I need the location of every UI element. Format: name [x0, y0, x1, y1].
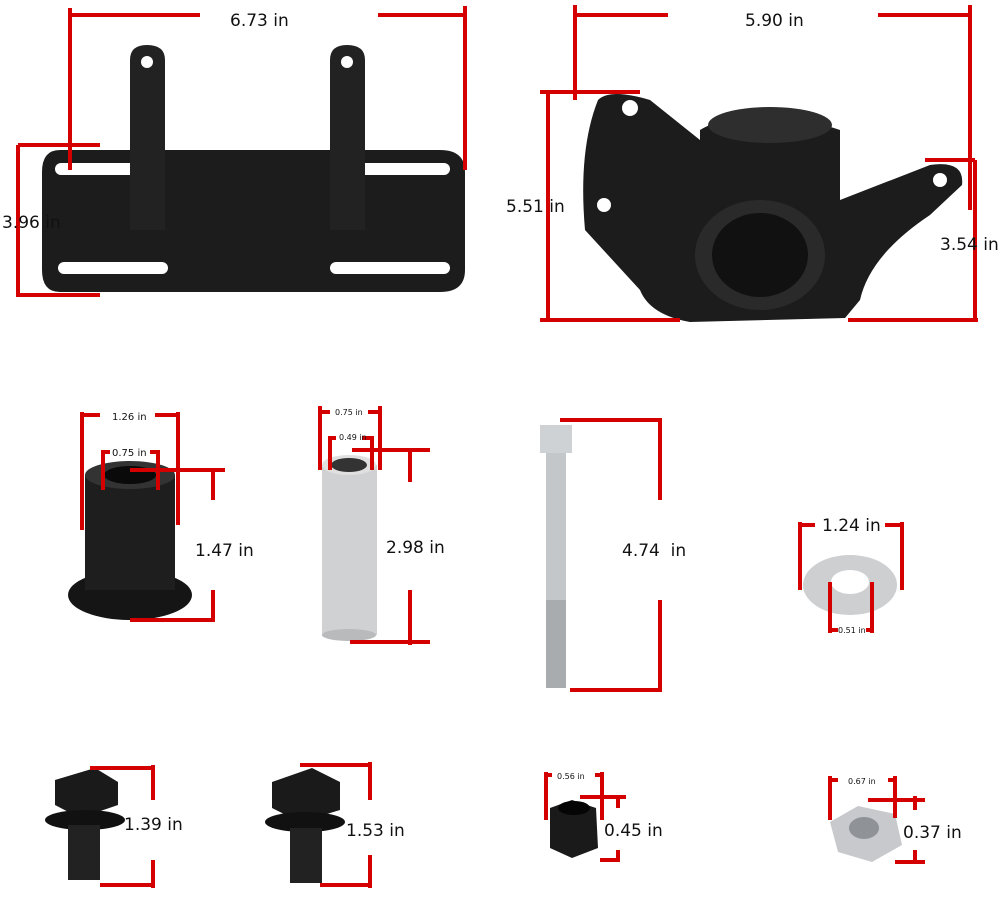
- lock-nut-height-label: 0.45 in: [604, 821, 663, 841]
- sleeve-dimensions: [318, 406, 430, 645]
- motor-mount-bracket: [583, 94, 963, 322]
- bracket-dimensions: [540, 5, 978, 322]
- mount-plate-dimensions: [16, 6, 467, 297]
- bracket-width-label: 5.90 in: [745, 11, 804, 31]
- black-flange-bolt-small: [45, 768, 125, 880]
- steel-hex-nut: [830, 806, 902, 862]
- bolt-dimensions: [560, 418, 662, 692]
- long-bolt: [540, 425, 572, 688]
- flanged-bushing: [68, 461, 192, 620]
- bushing-od-label: 1.26 in: [112, 412, 147, 423]
- flat-washer: [803, 555, 897, 615]
- lock-nut-width-label: 0.56 in: [557, 772, 585, 781]
- sleeve-od-label: 0.75 in: [335, 408, 363, 417]
- sleeve-length-label: 2.98 in: [386, 538, 445, 558]
- mount-plate: [42, 45, 465, 292]
- spacer-sleeve: [322, 455, 377, 641]
- lock-nut-dimensions: [544, 772, 626, 862]
- small-bolt-dimensions: [90, 765, 155, 888]
- bracket-right-height-label: 3.54 in: [940, 235, 999, 255]
- sleeve-id-label: 0.49 in: [339, 433, 367, 442]
- large-bolt-length-label: 1.53 in: [346, 821, 405, 841]
- bracket-left-height-label: 5.51 in: [506, 197, 565, 217]
- bushing-id-label: 0.75 in: [112, 448, 147, 459]
- bolt-length-label: 4.74 in: [622, 541, 686, 561]
- large-bolt-dimensions: [300, 762, 372, 888]
- hex-nut-width-label: 0.67 in: [848, 777, 876, 786]
- hex-nut-height-label: 0.37 in: [903, 823, 962, 843]
- washer-id-label: 0.51 in: [838, 626, 866, 635]
- black-flange-bolt-large: [265, 768, 345, 883]
- washer-od-label: 1.24 in: [822, 516, 881, 536]
- washer-dimensions: [798, 522, 904, 633]
- plate-width-label: 6.73 in: [230, 11, 289, 31]
- bushing-dimensions: [80, 412, 225, 622]
- small-bolt-length-label: 1.39 in: [124, 815, 183, 835]
- plate-height-label: 3.96 in: [2, 213, 61, 233]
- black-lock-nut: [550, 800, 598, 858]
- hex-nut-dimensions: [828, 776, 925, 864]
- bushing-height-label: 1.47 in: [195, 541, 254, 561]
